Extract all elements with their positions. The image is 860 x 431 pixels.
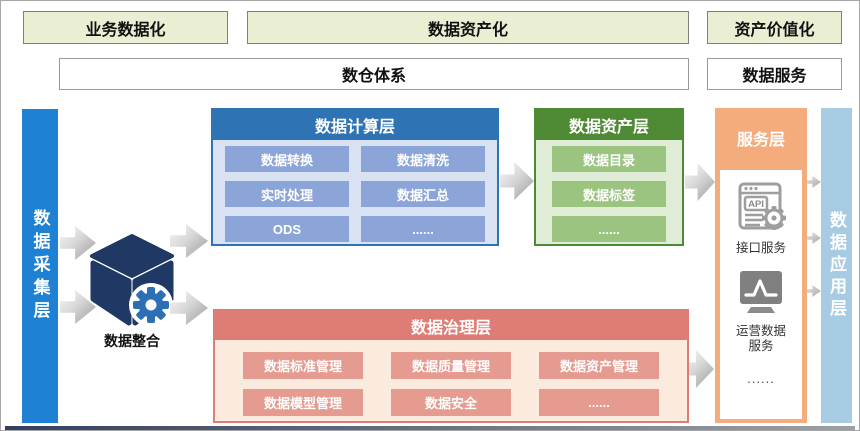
asset-item: ...... (552, 216, 666, 242)
compute-item: 实时处理 (225, 181, 349, 207)
stage-label: 业务数据化 (85, 21, 166, 39)
arrow-asset-to-service (685, 163, 715, 201)
service-item-label: 接口服务 (735, 241, 786, 255)
compute-item: ODS (225, 216, 349, 242)
arrow-service-to-application-1 (805, 176, 821, 188)
asset-item: 数据目录 (552, 146, 666, 172)
governance-item: ...... (539, 389, 659, 416)
stage-business-datafication: 业务数据化 (23, 11, 228, 44)
service-layer-title: 服务层 (736, 132, 785, 149)
stage-data-assetization: 数据资产化 (247, 11, 689, 44)
compute-item: 数据转换 (225, 146, 349, 172)
governance-item: 数据质量管理 (391, 352, 511, 379)
governance-layer-title: 数据治理层 (215, 311, 687, 340)
service-layer-box: 服务层 API (715, 108, 807, 423)
asset-item: 数据标签 (552, 181, 666, 207)
system-data-service: 数据服务 (707, 58, 842, 90)
service-item-label: 运营数据服务 (735, 323, 786, 354)
system-data-warehouse: 数仓体系 (59, 58, 689, 90)
cube-gear-icon (85, 231, 179, 329)
integration-label: 数据整合 (104, 333, 160, 349)
governance-item: 数据资产管理 (539, 352, 659, 379)
arrow-service-to-application-3 (805, 285, 821, 297)
system-label: 数仓体系 (341, 68, 406, 85)
data-collection-layer-label: 数据采集层 (30, 208, 50, 324)
data-application-layer-label: 数据应用层 (827, 210, 846, 321)
data-application-layer-bar: 数据应用层 (821, 108, 852, 423)
compute-layer-title: 数据计算层 (213, 110, 497, 140)
system-label: 数据服务 (742, 68, 807, 85)
service-layer-panel: API 接口服务 (720, 170, 802, 419)
governance-item: 数据安全 (391, 389, 511, 416)
governance-item: 数据模型管理 (243, 389, 363, 416)
stage-label: 数据资产化 (427, 21, 508, 39)
api-browser-icon: API (736, 180, 786, 237)
asset-layer-title: 数据资产层 (536, 110, 682, 140)
arrow-compute-to-asset (500, 162, 534, 200)
service-more-dots: ...... (747, 370, 775, 386)
asset-layer-box: 数据资产层 数据目录 数据标签 ...... (534, 108, 684, 246)
governance-layer-box: 数据治理层 数据标准管理 数据质量管理 数据资产管理 数据模型管理 数据安全 .… (213, 309, 689, 423)
compute-item: 数据汇总 (361, 181, 485, 207)
compute-item: 数据清洗 (361, 146, 485, 172)
svg-text:API: API (748, 199, 764, 210)
data-collection-layer-bar: 数据采集层 (22, 109, 58, 423)
bottom-divider-line (5, 426, 855, 430)
stage-asset-valuation: 资产价值化 (707, 11, 842, 44)
chart-monitor-icon (737, 269, 785, 322)
compute-item: ...... (361, 216, 485, 242)
governance-item: 数据标准管理 (243, 352, 363, 379)
arrow-service-to-application-2 (805, 232, 821, 244)
stage-label: 资产价值化 (734, 21, 815, 39)
compute-layer-box: 数据计算层 数据转换 数据清洗 实时处理 数据汇总 ODS ...... (211, 108, 499, 246)
